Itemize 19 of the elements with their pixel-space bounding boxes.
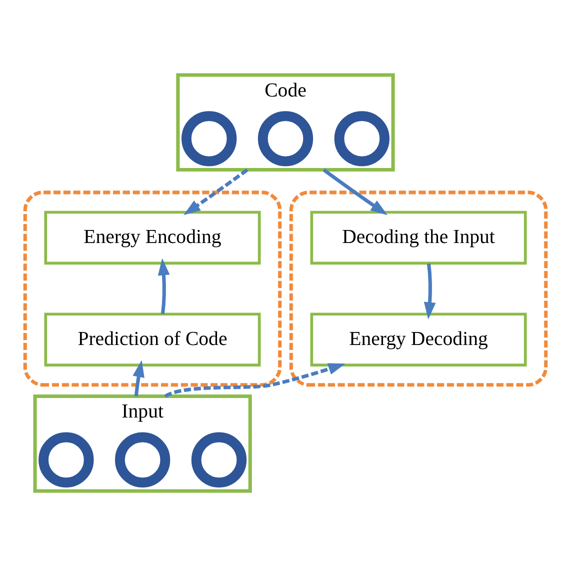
node-box: Decoding the Input <box>310 210 527 265</box>
cluster: Input <box>33 394 252 493</box>
arrow <box>184 168 248 216</box>
arrow <box>132 360 144 396</box>
node-box: Energy Decoding <box>310 312 527 366</box>
cluster <box>23 190 282 387</box>
arrow <box>158 258 170 314</box>
node-circle <box>38 432 94 488</box>
arrow <box>424 263 436 320</box>
cluster: Code <box>176 73 395 172</box>
node-circle <box>114 432 170 488</box>
node-circle <box>191 432 247 488</box>
arrow <box>322 168 388 216</box>
cluster <box>289 190 548 387</box>
node-box: Energy Encoding <box>44 210 261 265</box>
node-circle <box>182 111 237 166</box>
node-circle <box>258 111 314 166</box>
node-circle <box>334 111 390 166</box>
node-box: Prediction of Code <box>44 312 261 366</box>
